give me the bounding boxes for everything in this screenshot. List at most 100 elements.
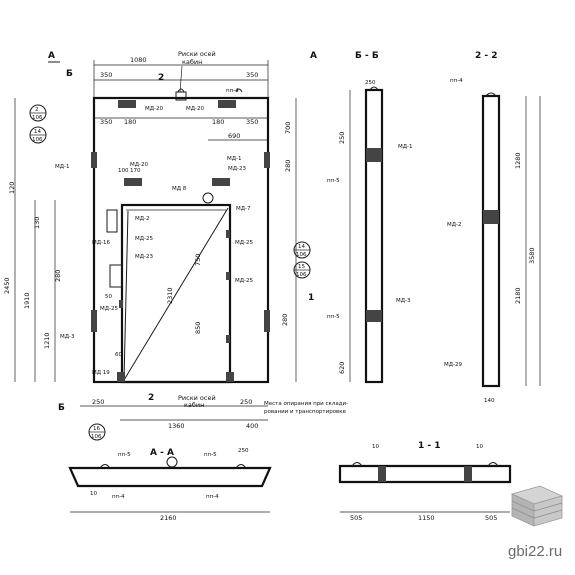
mark-2-top: 2 <box>158 73 164 83</box>
loop-top-right <box>235 88 243 93</box>
label-50: 50 <box>105 294 112 300</box>
dim-2310: 2310 <box>166 287 174 304</box>
s2-label-md2: МД-2 <box>447 222 462 228</box>
s2-dim-2180: 2180 <box>514 287 522 304</box>
svg-text:14: 14 <box>34 129 41 135</box>
dim-1080: 1080 <box>130 56 147 64</box>
s2-dim-140: 140 <box>484 398 495 404</box>
label-md20-b: МД-20 <box>186 106 205 112</box>
dim-700: 700 <box>284 122 292 134</box>
plate-md3-left <box>91 310 97 332</box>
top-notch <box>175 91 187 101</box>
sb-label-md1: МД-1 <box>398 144 413 150</box>
section-a-marker <box>166 456 178 468</box>
svg-text:106: 106 <box>296 272 307 278</box>
dim-180-a: 180 <box>124 118 136 126</box>
section-a-loop-right <box>235 464 247 469</box>
label-md1-left: МД-1 <box>55 164 70 170</box>
s1-dim-1150: 1150 <box>418 514 435 522</box>
dim-1210: 1210 <box>43 332 51 349</box>
sb-dim-top: 250 <box>365 80 376 86</box>
sb-label-pp5-a: пп-5 <box>327 178 340 184</box>
note-cabin-top: кабин <box>182 58 202 66</box>
dim-1360: 1360 <box>168 422 185 430</box>
note-cabin-bottom: кабин <box>184 401 204 409</box>
label-md19: МД 19 <box>92 370 110 376</box>
callout-2: 14 106 <box>29 126 47 144</box>
section-2-loop <box>485 92 497 97</box>
s2-label-md29: МД-29 <box>444 362 463 368</box>
dim-350-b: 350 <box>246 71 258 79</box>
section-1-loop-right <box>487 462 499 467</box>
note-axis-top: Риски осей <box>178 50 216 58</box>
sb-label-pp5-b: пп-5 <box>327 314 340 320</box>
svg-text:14: 14 <box>298 244 305 250</box>
section-2-title: 2 - 2 <box>475 51 498 61</box>
plate-md19-right <box>226 372 234 382</box>
s2-dim-3580: 3580 <box>528 247 536 264</box>
dim-280-right: 280 <box>284 160 292 172</box>
note-axis-bottom: Риски осей <box>178 394 216 402</box>
sa-label-pp4: пп-4 <box>112 494 125 500</box>
section-b-body <box>364 88 384 384</box>
label-md25-c: МД-25 <box>235 278 254 284</box>
watermark-text: gbi22.ru <box>508 543 562 560</box>
section-b-b: Б - Б 250 250 620 МД-1 МД-3 пп-5 пп-5 <box>327 51 413 384</box>
label-md16: МД-16 <box>92 240 111 246</box>
section-1-rib-right <box>464 466 472 482</box>
stud-1 <box>226 230 230 238</box>
label-pp4-top: пп-4 <box>226 88 239 94</box>
svg-text:106: 106 <box>32 115 43 121</box>
note-support-2: ровании и транспортировке <box>264 409 347 415</box>
section-2-body <box>481 94 501 388</box>
label-md2: МД-2 <box>135 216 150 222</box>
sa-dim-10: 10 <box>90 491 97 497</box>
label-md3-left: МД-3 <box>60 334 75 340</box>
view-b-label: Б <box>66 69 73 79</box>
dim-690: 690 <box>228 132 240 140</box>
plate-md20-right <box>218 100 236 108</box>
callout-1: 2 106 <box>29 104 47 122</box>
dim-120: 120 <box>8 182 16 194</box>
label-md25-d: МД-25 <box>100 306 119 312</box>
door-opening <box>120 203 232 384</box>
dim-280: 280 <box>54 270 62 282</box>
dim-750: 750 <box>194 254 202 266</box>
section-a-a: А - А 2160 пп-5 пп-5 пп-4 пп-4 250 10 <box>68 448 272 522</box>
sb-label-md3: МД-3 <box>396 298 411 304</box>
section-1-body <box>338 464 512 484</box>
svg-text:106: 106 <box>296 252 307 258</box>
dim-180-b: 180 <box>212 118 224 126</box>
section-a-title: А - А <box>150 448 174 458</box>
label-170: 170 <box>130 168 141 174</box>
mark-1-right: 1 <box>308 293 314 303</box>
s1-dim-505-b: 505 <box>485 514 497 522</box>
callout-5: 16 106 <box>88 423 106 441</box>
section-b-plate-1 <box>366 148 382 162</box>
section-b-plate-2 <box>366 310 382 322</box>
mark-a-right: А <box>310 51 317 61</box>
dim-2450: 2450 <box>3 277 11 294</box>
section-b-title: Б - Б <box>355 51 379 61</box>
svg-text:15: 15 <box>298 264 305 270</box>
dim-350-c: 350 <box>100 118 112 126</box>
section-1-title: 1 - 1 <box>418 441 441 451</box>
svg-text:16: 16 <box>93 426 100 432</box>
svg-text:106: 106 <box>32 137 43 143</box>
dim-1910: 1910 <box>23 292 31 309</box>
mark-2-bottom: 2 <box>148 393 154 403</box>
label-md25-b: МД-25 <box>235 240 254 246</box>
stud-3 <box>226 335 230 343</box>
sa-label-pp4-b: пп-4 <box>206 494 219 500</box>
label-md23-b: МД-23 <box>135 254 154 260</box>
dim-250-a: 250 <box>92 398 104 406</box>
stud-4 <box>119 300 123 308</box>
sa-dim-2160: 2160 <box>160 514 177 522</box>
label-md25-a: МД-25 <box>135 236 154 242</box>
door-diagonal <box>123 207 229 381</box>
sb-dim-620: 620 <box>338 362 346 374</box>
callout-4: 15 106 <box>293 261 311 279</box>
s1-dim-10-b: 10 <box>476 444 483 450</box>
dim-350-d: 350 <box>246 118 258 126</box>
s2-dim-1280: 1280 <box>514 152 522 169</box>
